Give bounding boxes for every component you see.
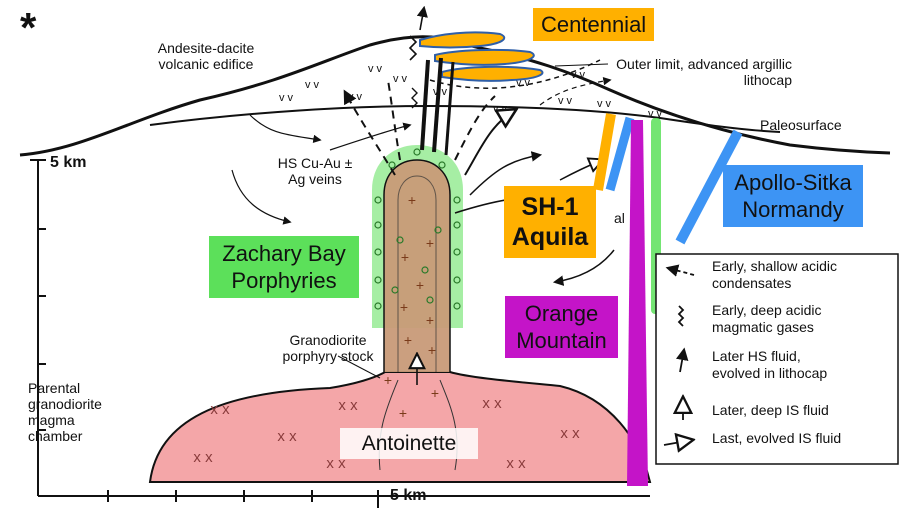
svg-text:v v: v v: [493, 103, 508, 115]
apollo-normandy-tag: Apollo-Sitka Normandy: [723, 165, 863, 227]
legend-item: Later HS fluid, evolved in lithocap: [712, 348, 827, 382]
legend-item: Last, evolved IS fluid: [712, 430, 841, 447]
orange-mountain-tag: Orange Mountain: [505, 296, 618, 358]
legend-item: Later, deep IS fluid: [712, 402, 829, 419]
paleosurface-label: Paleosurface: [760, 117, 842, 133]
antoinette-tag: Antoinette: [340, 428, 478, 459]
svg-text:+: +: [408, 192, 416, 208]
svg-text:+: +: [426, 312, 434, 328]
hidden-al-label: al: [614, 210, 625, 226]
centennial-text: Centennial: [541, 12, 646, 37]
svg-text:v v: v v: [597, 98, 612, 110]
orange-text: Orange: [505, 300, 618, 327]
apollo-text: Apollo-Sitka: [723, 169, 863, 196]
porphyry-stock: [384, 160, 450, 372]
centennial-tag: Centennial: [533, 8, 654, 41]
svg-text:+: +: [416, 277, 424, 293]
orange-mountain-bar: [627, 120, 648, 486]
svg-text:+: +: [400, 299, 408, 315]
svg-text:+: +: [428, 342, 436, 358]
svg-text:+: +: [384, 372, 392, 388]
svg-text:v v: v v: [279, 92, 294, 104]
svg-text:x x: x x: [277, 428, 297, 445]
svg-text:x x: x x: [210, 401, 230, 418]
horizontal-scale-label: 5 km: [390, 487, 426, 505]
svg-text:+: +: [431, 385, 439, 401]
legend-item: Early, deep acidic magmatic gases: [712, 302, 821, 336]
svg-text:v v: v v: [571, 69, 586, 81]
svg-text:+: +: [426, 235, 434, 251]
legend-item: Early, shallow acidic condensates: [712, 258, 837, 292]
sh1-aquila-tag: SH-1 Aquila: [504, 186, 596, 258]
zachary-text: Zachary Bay: [209, 240, 359, 267]
svg-text:v v: v v: [558, 95, 573, 107]
parental-chamber-label: Parental granodiorite magma chamber: [28, 380, 118, 444]
svg-text:v v: v v: [393, 73, 408, 85]
hs-veins-label: HS Cu-Au ± Ag veins: [270, 155, 360, 187]
svg-text:x x: x x: [506, 455, 526, 472]
vertical-scale-label: 5 km: [50, 154, 86, 172]
svg-text:x x: x x: [560, 425, 580, 442]
granodiorite-stock-label: Granodiorite porphyry stock: [278, 332, 378, 364]
outer-limit-label: Outer limit, advanced argillic lithocap: [612, 56, 792, 88]
normandy-text: Normandy: [723, 196, 863, 223]
sh1-text: SH-1: [504, 192, 596, 222]
aquila-text: Aquila: [504, 222, 596, 252]
asterisk-mark: *: [20, 6, 36, 50]
svg-text:x x: x x: [193, 449, 213, 466]
svg-text:v v: v v: [368, 63, 383, 75]
zachary-bay-tag: Zachary Bay Porphyries: [209, 236, 359, 298]
svg-text:v v: v v: [305, 79, 320, 91]
svg-text:+: +: [401, 249, 409, 265]
antoinette-text: Antoinette: [362, 432, 457, 455]
svg-text:x x: x x: [338, 397, 358, 414]
andesite-label: Andesite-dacite volcanic edifice: [136, 40, 276, 72]
svg-text:+: +: [404, 332, 412, 348]
mountain-text: Mountain: [505, 327, 618, 354]
svg-text:x x: x x: [482, 395, 502, 412]
porphyries-text: Porphyries: [209, 267, 359, 294]
svg-text:+: +: [399, 405, 407, 421]
